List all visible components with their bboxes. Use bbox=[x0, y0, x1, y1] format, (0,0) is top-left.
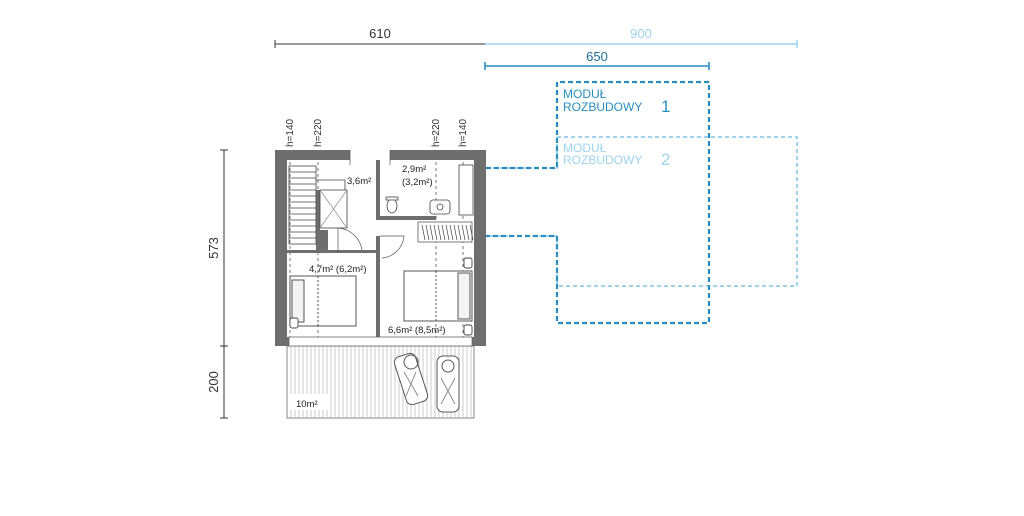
dim-650-label: 650 bbox=[586, 49, 608, 64]
wardrobe-hanger bbox=[453, 224, 458, 241]
wardrobe-hanger bbox=[433, 224, 438, 241]
sun-lounger-left bbox=[393, 352, 429, 406]
dimension-650: 650 bbox=[484, 49, 710, 70]
wardrobe-hanger bbox=[445, 224, 450, 241]
height-label-1: h=140 bbox=[285, 118, 296, 147]
module2-line2: ROZBUDOWY bbox=[563, 153, 642, 167]
module1-number: 1 bbox=[661, 97, 670, 116]
bedroom-large-area: 6,6m² (8,5m²) bbox=[388, 325, 446, 336]
bathroom-fixtures bbox=[385, 164, 474, 216]
terrace-area: 10m² bbox=[296, 399, 318, 410]
wardrobe-hanger bbox=[421, 224, 426, 241]
wardrobe-hanger bbox=[461, 224, 466, 241]
staircase bbox=[288, 165, 346, 245]
module2-number: 2 bbox=[661, 150, 670, 169]
expansion-module-2: MODUŁ ROZBUDOWY 2 bbox=[486, 136, 798, 287]
module1-line2: ROZBUDOWY bbox=[563, 100, 642, 114]
dim-573-label: 573 bbox=[206, 237, 221, 259]
terrace: 10m² bbox=[286, 345, 475, 419]
dim-200-label: 200 bbox=[206, 371, 221, 393]
module2-line1: MODUŁ bbox=[563, 141, 607, 155]
dimension-900: 900 bbox=[485, 26, 798, 48]
dim-610-label: 610 bbox=[369, 26, 391, 41]
terrace-window bbox=[288, 336, 473, 347]
wardrobe-hanger bbox=[449, 224, 454, 241]
bed-large bbox=[403, 257, 473, 336]
wardrobe-hanger bbox=[429, 224, 434, 241]
door-swings bbox=[337, 150, 405, 259]
dimension-610: 610 bbox=[274, 26, 485, 48]
expansion-module-1: MODUŁ ROZBUDOWY 1 bbox=[486, 80, 711, 325]
height-label-2: h=220 bbox=[313, 118, 324, 147]
bedroom-small-area: 4,7m² (6,2m²) bbox=[309, 264, 367, 275]
dim-900-label: 900 bbox=[630, 26, 652, 41]
wardrobe-hanger bbox=[425, 224, 430, 241]
dimension-573: 573 bbox=[206, 149, 228, 346]
module1-line1: MODUŁ bbox=[563, 87, 607, 101]
wardrobe-hanger bbox=[437, 224, 442, 241]
wardrobe-bedroom bbox=[417, 221, 474, 243]
bathroom-area-total: (3,2m²) bbox=[402, 177, 433, 188]
bathroom-area: 2,9m² bbox=[402, 164, 426, 175]
bed-small bbox=[289, 275, 357, 329]
height-label-3: h=220 bbox=[431, 118, 442, 147]
wardrobe-hanger bbox=[469, 224, 474, 241]
wardrobe-hall bbox=[319, 189, 348, 229]
dimension-200: 200 bbox=[206, 345, 228, 419]
height-label-4: h=140 bbox=[458, 118, 469, 147]
wardrobe-hanger bbox=[465, 224, 470, 241]
stair-area: 3,6m² bbox=[347, 176, 371, 187]
wardrobe-hanger bbox=[441, 224, 446, 241]
wardrobe-hanger bbox=[457, 224, 462, 241]
house-walls bbox=[275, 150, 486, 346]
sun-lounger-right bbox=[436, 355, 460, 413]
